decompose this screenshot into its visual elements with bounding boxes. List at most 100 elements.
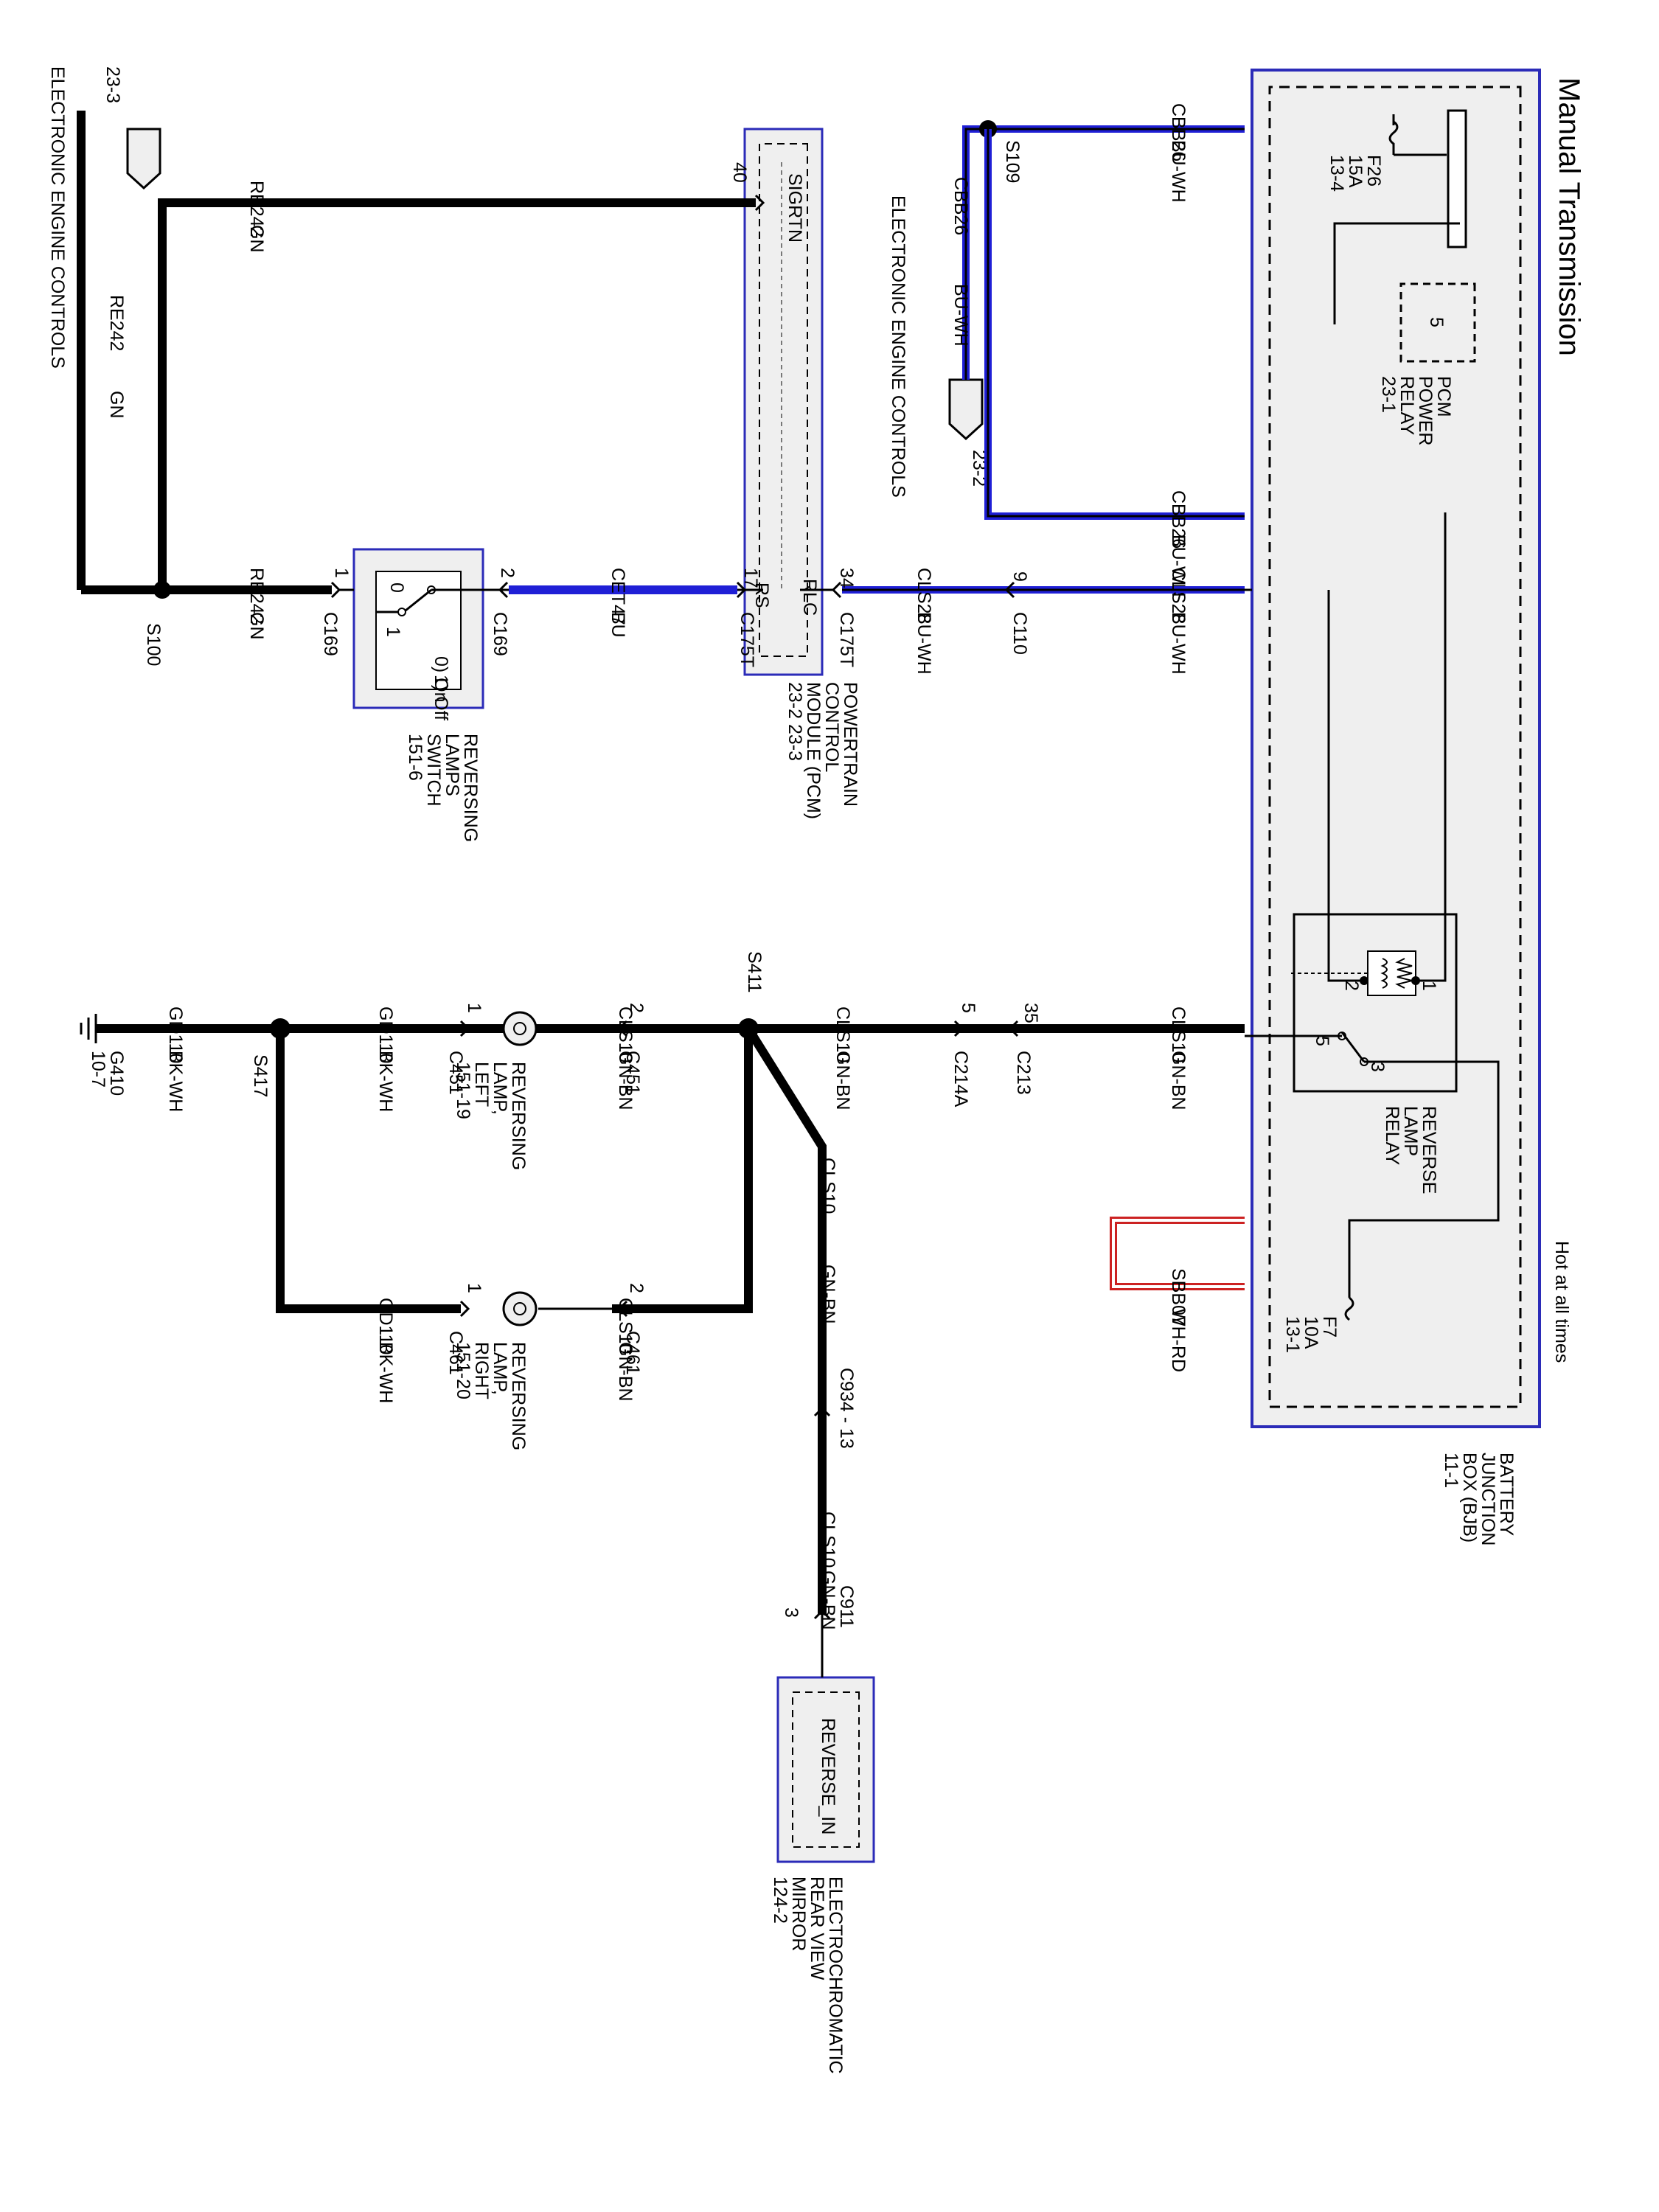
c214a-pin: 5 <box>958 1003 978 1013</box>
lamp-left-name-3: LEFT <box>471 1062 492 1107</box>
pcm-name-3: MODULE (PCM) <box>803 682 824 819</box>
connector-c461-pin2: 2 C461 <box>617 1283 647 1375</box>
fuse-f7-ref: 13-1 <box>1282 1316 1303 1353</box>
re242-top-color: GN <box>246 225 267 253</box>
lamp-left-name-2: LAMP, <box>490 1062 510 1115</box>
c461-1-id: C461 <box>445 1331 466 1375</box>
pcm-pin-rlc: RLC <box>799 579 820 616</box>
lamp-right-name-1: REVERSING <box>508 1342 529 1450</box>
re242-bottom-circuit: RE242 <box>246 568 267 624</box>
mirror-name-3: MIRROR <box>788 1877 809 1951</box>
gd110-left-color: BK-WH <box>375 1051 396 1112</box>
c461-2-id: C461 <box>622 1331 643 1375</box>
bjb-label-2: JUNCTION <box>1478 1453 1498 1545</box>
c934-id: C934 - 13 <box>836 1368 857 1449</box>
cls28-right-circuit: CLS28 <box>1168 568 1189 624</box>
cbb26-offpage-circuit: CBB26 <box>950 177 971 235</box>
hot-at-all-times-note: Hot at all times <box>1551 1241 1572 1363</box>
cbb26-mid-circuit: CBB26 <box>1168 490 1189 549</box>
ground-g410: G410 10-7 <box>80 1014 127 1096</box>
connector-c451-pin2: 2 C451 <box>617 1003 647 1095</box>
pcm-refs: 23-2 23-3 <box>785 682 805 761</box>
c461-2-pin: 2 <box>626 1283 647 1293</box>
reverse-relay-pin-1: 1 <box>1419 981 1439 991</box>
reverse-relay-pin-2: 2 <box>1341 981 1362 991</box>
lamp-right-name-3: RIGHT <box>471 1342 492 1399</box>
gd110-right-circuit: GD110 <box>375 1298 396 1354</box>
pcm-power-relay: 5 PCM POWER RELAY 23-1 <box>1333 222 1476 445</box>
pcm-relay-name-1: PCM <box>1433 376 1454 417</box>
switch-contact-1: 1 <box>383 627 403 637</box>
switch-name-1: REVERSING <box>460 734 481 842</box>
eec-top-text: ELECTRONIC ENGINE CONTROLS <box>47 66 68 369</box>
bjb-ref: 11-1 <box>1441 1453 1461 1488</box>
sbb07-circuit: SBB07 <box>1168 1268 1189 1326</box>
reversing-lamp-right: REVERSING LAMP, RIGHT 151-20 <box>453 1291 538 1450</box>
cbb26-top-circuit: CBB26 <box>1168 103 1189 161</box>
switch-name-2: LAMPS <box>442 734 462 796</box>
wire-cet47-labels: CET47 BU <box>608 568 628 638</box>
powertrain-control-module: SIGRTN RS RLC POWERTRAIN CONTROL MODULE … <box>743 128 860 819</box>
fuse-f26-ref: 13-4 <box>1326 155 1347 192</box>
bjb-busbar <box>1447 109 1467 248</box>
connector-c451-pin1: 1 C451 <box>445 1003 484 1095</box>
gd110-right-color: BK-WH <box>375 1342 396 1403</box>
cls10-bjb-color: GN-BN <box>1168 1051 1189 1110</box>
switch-state-off: 1) Off <box>431 675 451 720</box>
pcm-name-2: CONTROL <box>821 682 842 772</box>
cbb26-top-color: BU-WH <box>1168 140 1189 203</box>
cls10-left-color: GN-BN <box>615 1051 636 1110</box>
c213-id: C213 <box>1013 1051 1034 1095</box>
offpage-eec-top: 23-3 ELECTRONIC ENGINE CONTROLS <box>47 66 161 369</box>
connector-c911: C911 3 <box>781 1585 857 1628</box>
connector-c214a: 5 C214A <box>950 1003 978 1107</box>
re242-bottom-color: GN <box>246 612 267 640</box>
c214a-id: C214A <box>950 1051 971 1107</box>
c911-id: C911 <box>836 1585 857 1628</box>
connector-c110: 9 C110 <box>1004 571 1030 655</box>
cls10-s411-circuit: CLS10 <box>832 1006 853 1062</box>
cls10-bjb-circuit: CLS10 <box>1168 1006 1189 1062</box>
pcm-name-1: POWERTRAIN <box>840 682 860 807</box>
switch-contact-0: 0 <box>386 582 407 593</box>
cls10-s411-color: GN-BN <box>832 1051 853 1110</box>
gd110-ground-color: BK-WH <box>165 1051 186 1112</box>
connector-c461-pin1: 1 C461 <box>445 1283 484 1375</box>
c169-1-id: C169 <box>320 612 341 656</box>
fuse-f7: F7 10A 13-1 <box>1282 1242 1354 1353</box>
cls28-right-color: BU-WH <box>1168 612 1189 675</box>
gd110-ground-circuit: GD110 <box>165 1006 186 1063</box>
reverse-relay-pin-5: 5 <box>1312 1036 1332 1046</box>
lamp-left-name-1: REVERSING <box>508 1062 529 1170</box>
cls28-left-color: BU-WH <box>914 612 934 675</box>
lamp-left-ref: 151-19 <box>453 1062 473 1119</box>
c175t-rs-pin: 17 <box>740 568 761 588</box>
connector-c169-pin2: 2 C169 <box>490 568 518 656</box>
mirror-ref: 124-2 <box>770 1877 790 1924</box>
cbb26-offpage-color: BU-WH <box>950 284 971 347</box>
gd110-left-circuit: GD110 <box>375 1006 396 1063</box>
c213-pin: 35 <box>1020 1003 1041 1023</box>
wire-gd110-labels: GD110 BK-WH GD110 BK-WH GD110 BK-WH <box>165 1006 396 1403</box>
c451-1-id: C451 <box>445 1051 466 1095</box>
electrochromatic-mirror: REVERSE_IN ELECTROCHROMATIC REAR VIEW MI… <box>770 1676 875 2074</box>
fuse-f7-rating: 10A <box>1301 1316 1321 1349</box>
c110-id: C110 <box>1009 612 1030 655</box>
reverse-relay-pin-3: 3 <box>1367 1062 1388 1072</box>
pcm-pin-sigrtn: SIGRTN <box>785 173 805 243</box>
switch-ref: 151-6 <box>405 734 425 781</box>
c169-2-pin: 2 <box>497 568 518 578</box>
c451-2-id: C451 <box>622 1051 643 1095</box>
wire-re242-labels: RE242 GN RE242 GN RE242 GN <box>106 181 267 640</box>
splice-s417 <box>270 1018 291 1039</box>
pcm-relay-pin: 5 <box>1426 317 1447 327</box>
ground-g410-id: G410 <box>106 1051 127 1096</box>
mirror-pin: REVERSE_IN <box>818 1718 838 1834</box>
fuse-f7-id: F7 <box>1319 1316 1340 1338</box>
re242-vert-circuit: RE242 <box>106 295 127 351</box>
cls28-left-circuit: CLS28 <box>914 568 934 624</box>
pcm-relay-name-2: POWER <box>1415 376 1436 445</box>
offpage-eec-mid: 23-2 ELECTRONIC ENGINE CONTROLS <box>888 195 990 498</box>
fuse-f26-id: F26 <box>1363 155 1384 187</box>
bjb-label-3: BOX (BJB) <box>1459 1453 1480 1543</box>
